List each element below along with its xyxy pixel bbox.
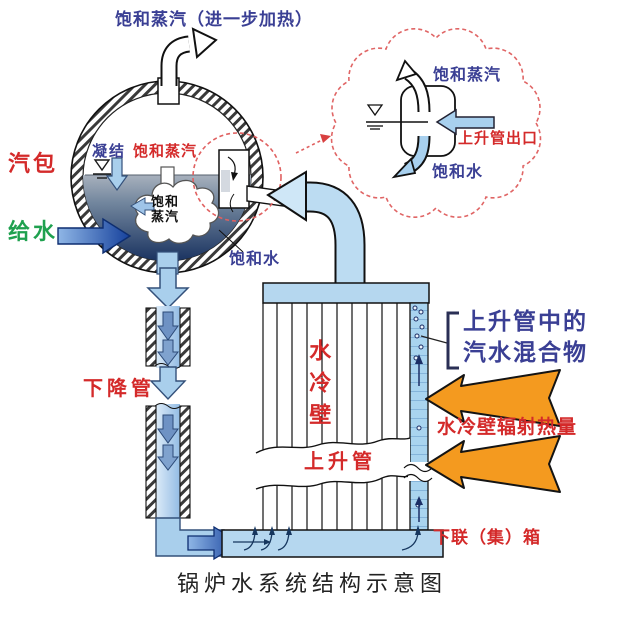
riser-outlet-callout-cloud <box>330 28 542 218</box>
radiation-heat-label: 水冷壁辐射热量 <box>437 416 578 438</box>
downcomer <box>145 306 242 561</box>
lower-header-flow-arrows <box>233 525 421 551</box>
cloud-water-level-icon <box>366 104 384 130</box>
drum-down-arrow-icon <box>146 267 190 310</box>
steam-bubble-label-line1: 饱和 <box>151 195 180 210</box>
condensation-arrow-icon <box>105 157 129 192</box>
diagram-caption: 锅炉水系统结构示意图 <box>176 572 447 597</box>
water-level-icon <box>93 159 111 179</box>
riser-up-arrows <box>415 354 423 522</box>
steam-bubble-label: 饱和 蒸汽 <box>151 195 179 225</box>
steam-bubble-label-line2: 蒸汽 <box>151 210 180 225</box>
riser-label: 上升管 <box>304 449 376 473</box>
mixture-label-line2: 汽水混合物 <box>463 340 588 366</box>
condensation-label: 凝结 <box>92 142 127 160</box>
water-wall-label: 水冷壁 <box>305 339 331 435</box>
riser-elbow-pipe <box>266 170 366 290</box>
radiation-arrow-bottom-icon <box>425 435 561 493</box>
cloud-inlet-arrow-icon <box>435 108 495 136</box>
lower-header <box>221 529 444 558</box>
cloud-riser-outlet-label: 上升管出口 <box>458 129 539 147</box>
steam-bubble <box>134 179 220 244</box>
riser-flow-arrow-icon <box>266 170 307 222</box>
steam-outlet-arrow-icon <box>191 27 218 59</box>
downcomer-label: 下降管 <box>83 376 155 400</box>
cloud-water-arrow-icon <box>391 157 417 179</box>
water-wall-tubes <box>262 303 398 530</box>
downcomer-gap-arrow-icon <box>149 366 187 401</box>
sat-water-pointer <box>218 229 244 253</box>
callout-connector-arrow-icon <box>320 134 331 143</box>
top-steam-label: 饱和蒸汽（进一步加热） <box>115 10 313 30</box>
mixture-pointer <box>420 335 448 344</box>
saturated-water-label: 饱和水 <box>229 249 281 268</box>
feedwater-label: 给水 <box>8 220 59 245</box>
drum-label: 汽包 <box>8 152 59 177</box>
water-wall-panel <box>221 282 444 558</box>
bubble-flow-arrow-icon <box>130 197 155 216</box>
feedwater-arrow-icon <box>57 217 132 255</box>
panel-break-band <box>256 438 410 489</box>
cloud-saturated-water-label: 饱和水 <box>432 162 484 181</box>
upper-header <box>262 282 430 304</box>
riser-break-mark <box>403 463 433 473</box>
drum-saturated-steam-label: 饱和蒸汽 <box>133 142 198 160</box>
radiation-arrow-top-icon <box>425 369 561 427</box>
cloud-saturated-steam-label: 饱和蒸汽 <box>433 65 502 84</box>
callout-circle <box>192 132 282 222</box>
lower-header-label: 下联（集）箱 <box>433 528 541 548</box>
steam-drum <box>70 27 331 310</box>
cloud-steam-arrow-icon <box>395 59 418 82</box>
mixture-bracket <box>446 311 459 370</box>
mixture-label-line1: 上升管中的 <box>463 309 588 335</box>
